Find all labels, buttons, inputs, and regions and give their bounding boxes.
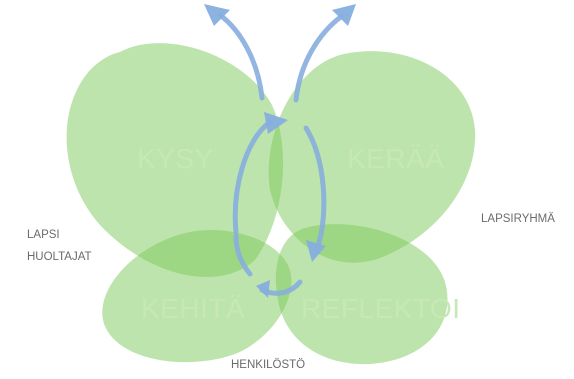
- cycle-arrow-bottom-head: [256, 280, 270, 298]
- antenna-left-arrow-line: [217, 12, 265, 101]
- antenna-right-arrow-line: [293, 13, 345, 103]
- cycle-arrow-top-head: [264, 112, 288, 134]
- cycle-arrow-top-line: [232, 119, 273, 235]
- antenna-left-arrowhead: [204, 4, 230, 26]
- cycle-arrow-right-head: [306, 240, 326, 262]
- wing-bottom-right: [275, 224, 448, 365]
- cycle-arrow-right-line: [303, 125, 327, 249]
- wing-top-left: [66, 43, 284, 278]
- label-reflektoi: REFLEKTOI: [301, 293, 461, 324]
- label-huoltajat: HUOLTAJAT: [27, 251, 92, 263]
- label-kehita: KEHITÄ: [141, 293, 245, 324]
- label-kysy: KYSY: [137, 143, 214, 174]
- label-keraa: KERÄÄ: [347, 143, 444, 174]
- cycle-arrow-left-line: [233, 233, 253, 277]
- wing-top-right: [268, 51, 476, 263]
- label-lapsi: LAPSI: [27, 229, 60, 241]
- antenna-right-arrowhead: [332, 4, 356, 26]
- label-lapsiryhma: LAPSIRYHMÄ: [481, 213, 555, 225]
- label-henkilosto: HENKILÖSTÖ: [231, 359, 305, 371]
